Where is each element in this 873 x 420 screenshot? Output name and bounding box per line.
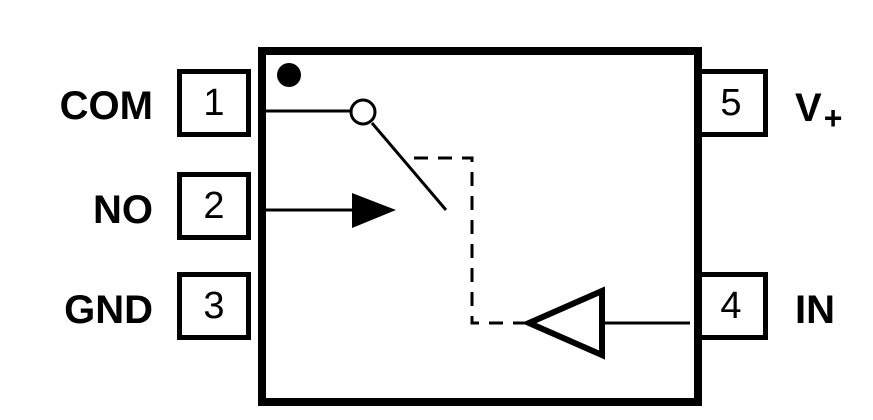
pin-5-number: 5	[720, 81, 742, 124]
pin-label-in: IN	[795, 288, 835, 332]
pin-label-com: COM	[59, 84, 153, 128]
pin-1-number: 1	[203, 81, 225, 124]
pin1-marker-dot	[277, 63, 301, 87]
pin-4-number: 4	[720, 284, 742, 327]
chip-body	[258, 47, 702, 406]
switch-pivot-circle	[349, 98, 377, 126]
pin-label-v-subscript: +	[823, 100, 843, 136]
pin-3: 3	[177, 272, 251, 340]
pin-label-vplus: V+	[795, 88, 842, 134]
no-arrow	[352, 193, 396, 228]
pin-label-no: NO	[93, 188, 153, 232]
switch-arm	[370, 122, 448, 211]
pin-2: 2	[177, 172, 251, 240]
pin-label-gnd: GND	[64, 288, 153, 332]
control-linkage-dashed	[414, 156, 525, 325]
input-buffer-triangle	[521, 286, 605, 360]
pin-3-number: 3	[203, 284, 225, 327]
pin-2-number: 2	[203, 184, 225, 227]
pin-1: 1	[177, 69, 251, 137]
pin-label-v-text: V	[795, 86, 822, 130]
